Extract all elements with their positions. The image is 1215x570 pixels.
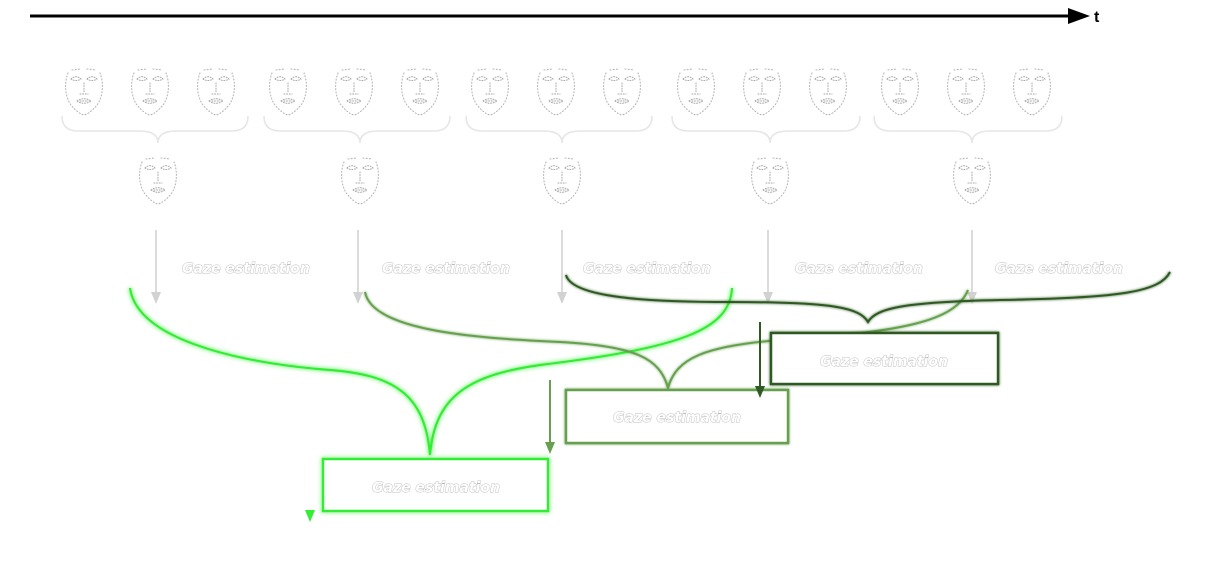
- group-brace: [671, 115, 861, 144]
- face-icon: [953, 157, 991, 205]
- stage-5: Gaze estimation: [967, 230, 1123, 304]
- face-icon: [751, 157, 789, 205]
- face-icon: [197, 68, 235, 116]
- aggregated-frames: [139, 157, 991, 205]
- face-icon: [1013, 68, 1051, 116]
- stage-2: Gaze estimation: [353, 230, 510, 304]
- face-icon: [537, 68, 575, 116]
- face-icon: [269, 68, 307, 116]
- face-icon: [131, 68, 169, 116]
- group-brace: [263, 115, 451, 144]
- face-icon: [677, 68, 715, 116]
- face-icon: [947, 68, 985, 116]
- stage-label: Gaze estimation: [583, 261, 711, 277]
- stage-3: Gaze estimation: [557, 230, 711, 304]
- face-icon: [881, 68, 919, 116]
- output-box-2: Gaze estimation: [564, 388, 790, 445]
- axis-label: t: [1094, 9, 1100, 26]
- face-icon: [809, 68, 847, 116]
- group-brace: [873, 115, 1063, 144]
- output-label: Gaze estimation: [372, 480, 500, 496]
- output-box-3: Gaze estimation: [769, 331, 1000, 386]
- face-icon: [603, 68, 641, 116]
- stage-1: Gaze estimation: [151, 230, 310, 304]
- stage-label: Gaze estimation: [995, 261, 1123, 277]
- output-label: Gaze estimation: [820, 354, 948, 370]
- aggregation-brace-mid: [364, 289, 969, 392]
- face-icon: [139, 157, 177, 205]
- face-icon: [543, 157, 581, 205]
- stage-label: Gaze estimation: [382, 261, 510, 277]
- face-icon: [743, 68, 781, 116]
- arrowhead-icon: [1068, 8, 1090, 24]
- output-label: Gaze estimation: [613, 410, 741, 426]
- output-box-1: Gaze estimation: [321, 457, 550, 513]
- frame-group-braces: [61, 115, 1063, 144]
- aggregation-brace-bright: [128, 287, 734, 456]
- stage-label: Gaze estimation: [182, 261, 310, 277]
- face-icon: [401, 68, 439, 116]
- face-icon: [341, 157, 379, 205]
- output-arrow-3: [755, 322, 765, 398]
- time-axis: t: [30, 8, 1100, 26]
- face-icon: [335, 68, 373, 116]
- group-brace: [61, 115, 249, 144]
- input-frames: [65, 68, 1051, 116]
- stage-4: Gaze estimation: [763, 230, 923, 304]
- face-icon: [65, 68, 103, 116]
- output-arrow-1: [305, 448, 315, 522]
- group-brace: [465, 115, 653, 144]
- stage-label: Gaze estimation: [795, 261, 923, 277]
- aggregation-brace-dark: [565, 271, 1171, 325]
- output-arrow-2: [545, 380, 555, 454]
- face-icon: [471, 68, 509, 116]
